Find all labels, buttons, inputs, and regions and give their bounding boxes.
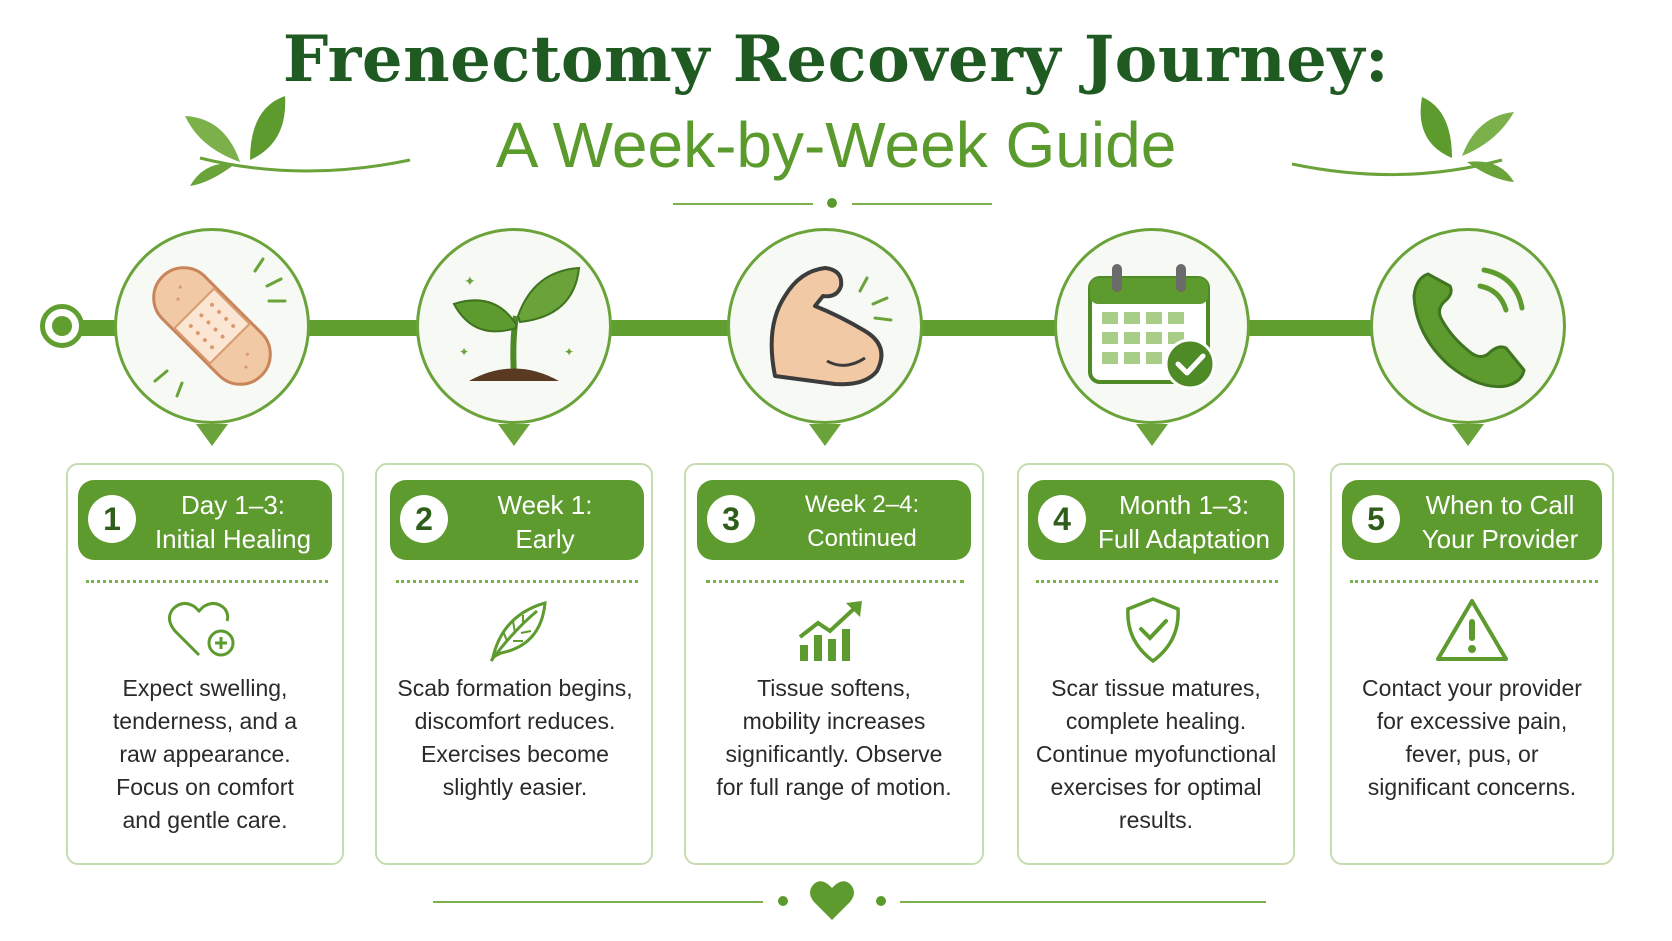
- stage-4-text-line: results.: [1118, 807, 1194, 833]
- stage-5-description: Contact your provider for excessive pain…: [1340, 672, 1604, 804]
- stage-2-title-line1: Week 1:: [497, 490, 593, 520]
- stage-1-title-line1: Day 1–3:: [180, 490, 286, 520]
- stage-4-text-line: Scar tissue matures,: [1051, 675, 1261, 701]
- flexed-arm-icon: [769, 266, 893, 387]
- title-divider-dot: [827, 198, 837, 208]
- heart-icon: [810, 881, 854, 920]
- stage-1-divider: [86, 580, 328, 583]
- stage-5-title-line2: Your Provider: [1421, 524, 1579, 554]
- stage-1-banner: 1 Day 1–3: Initial Healing: [78, 480, 332, 560]
- stage-5-pointer: [1452, 424, 1484, 446]
- bandage-icon: [152, 257, 287, 398]
- stage-3-text-line: significantly. Observe: [725, 741, 943, 767]
- stage-2-text-line: Exercises become: [421, 741, 609, 767]
- stage-5-text-line: significant concerns.: [1367, 774, 1577, 800]
- stage-2-banner: 2 Week 1: Early Progression: [390, 480, 644, 588]
- stage-5-banner: 5 When to Call Your Provider: [1342, 480, 1602, 560]
- stage-1-illustration: [114, 228, 310, 424]
- stage-5-text-line: for excessive pain,: [1376, 708, 1568, 734]
- stage-3-pointer: [809, 424, 841, 446]
- stage-1-text-line: and gentle care.: [122, 807, 288, 833]
- stage-1-pointer: [196, 424, 228, 446]
- stage-1-text-line: tenderness, and a: [112, 708, 298, 734]
- stage-4-text-line: complete healing.: [1065, 708, 1247, 734]
- stage-4-text-line: Continue myofunctional: [1035, 741, 1277, 767]
- heart-plus-icon: [163, 595, 243, 665]
- stage-3-description: Tissue softens, mobility increases signi…: [694, 672, 974, 804]
- timeline-start-dot: [52, 316, 72, 336]
- svg-text:✦: ✦: [564, 345, 574, 359]
- stage-2-illustration: ✦ ✦ ✦: [416, 228, 612, 424]
- stage-3-text-line: Tissue softens,: [757, 675, 911, 701]
- stage-5-title-line1: When to Call: [1425, 490, 1575, 520]
- stage-5-title: When to Call Your Provider: [1404, 488, 1596, 556]
- stage-3-divider: [706, 580, 964, 583]
- stage-2-text-line: Scab formation begins,: [397, 675, 633, 701]
- stage-2-title-line2: Early Progression: [475, 524, 615, 588]
- stage-1-title: Day 1–3: Initial Healing: [140, 488, 326, 556]
- stage-5-text-line: Contact your provider: [1362, 675, 1582, 701]
- shield-check-icon: [1113, 595, 1193, 665]
- stage-2-text-line: discomfort reduces.: [414, 708, 616, 734]
- stage-3-text-line: mobility increases: [742, 708, 926, 734]
- stage-2-pointer: [498, 424, 530, 446]
- stage-4-description: Scar tissue matures, complete healing. C…: [1026, 672, 1286, 837]
- footer-divider-right: [900, 901, 1266, 903]
- stage-1-text-line: Expect swelling,: [122, 675, 288, 701]
- stage-3-banner: 3 Week 2–4: Continued Improvement: [697, 480, 971, 586]
- phone-icon: [1412, 267, 1526, 389]
- stage-3-title-line1: Week 2–4:: [804, 491, 920, 518]
- calendar-check-icon: [1088, 264, 1216, 390]
- stage-4-banner: 4 Month 1–3: Full Adaptation: [1028, 480, 1284, 560]
- stage-5-illustration: [1370, 228, 1566, 424]
- svg-text:✦: ✦: [464, 273, 476, 289]
- stage-1-description: Expect swelling, tenderness, and a raw a…: [80, 672, 330, 837]
- stage-3-illustration: [727, 228, 923, 424]
- stage-4-title-line1: Month 1–3:: [1118, 490, 1250, 520]
- stage-4-divider: [1036, 580, 1278, 583]
- stage-1-text-line: raw appearance.: [119, 741, 291, 767]
- stage-2-divider: [396, 580, 638, 583]
- title-divider-right: [852, 203, 992, 205]
- left-leaves-icon: [185, 96, 411, 186]
- stage-2-title: Week 1: Early Progression: [452, 488, 638, 590]
- stage-2-number: 2: [400, 495, 448, 543]
- stage-5-number: 5: [1352, 495, 1400, 543]
- title-divider-left: [673, 203, 813, 205]
- page-subtitle: A Week-by-Week Guide: [495, 109, 1177, 181]
- right-leaves-icon: [1291, 97, 1514, 182]
- stage-4-number: 4: [1038, 495, 1086, 543]
- stage-3-number: 3: [707, 495, 755, 543]
- leaf-icon: [478, 595, 558, 665]
- sprout-icon: ✦ ✦ ✦: [452, 266, 581, 381]
- growth-chart-icon: [792, 595, 872, 665]
- stage-4-title-line2: Full Adaptation: [1097, 524, 1270, 554]
- stage-4-illustration: [1054, 228, 1250, 424]
- svg-text:✦: ✦: [459, 345, 469, 359]
- stage-5-text-line: fever, pus, or: [1405, 741, 1539, 767]
- footer-divider-left: [433, 901, 763, 903]
- stage-1-title-line2: Initial Healing: [154, 524, 312, 554]
- stage-3-title: Week 2–4: Continued Improvement: [759, 488, 965, 590]
- stage-4-text-line: exercises for optimal: [1050, 774, 1262, 800]
- stage-1-text-line: Focus on comfort: [116, 774, 294, 800]
- stage-2-text-line: slightly easier.: [442, 774, 588, 800]
- stage-2-description: Scab formation begins, discomfort reduce…: [384, 672, 646, 804]
- stage-4-title: Month 1–3: Full Adaptation: [1090, 488, 1278, 556]
- page-title: Frenectomy Recovery Journey:: [282, 22, 1390, 97]
- footer-dot-right: [876, 896, 886, 906]
- stage-3-text-line: for full range of motion.: [716, 774, 952, 800]
- stage-5-divider: [1350, 580, 1598, 583]
- stage-1-number: 1: [88, 495, 136, 543]
- stage-4-pointer: [1136, 424, 1168, 446]
- warning-icon: [1432, 595, 1512, 665]
- footer-dot-left: [778, 896, 788, 906]
